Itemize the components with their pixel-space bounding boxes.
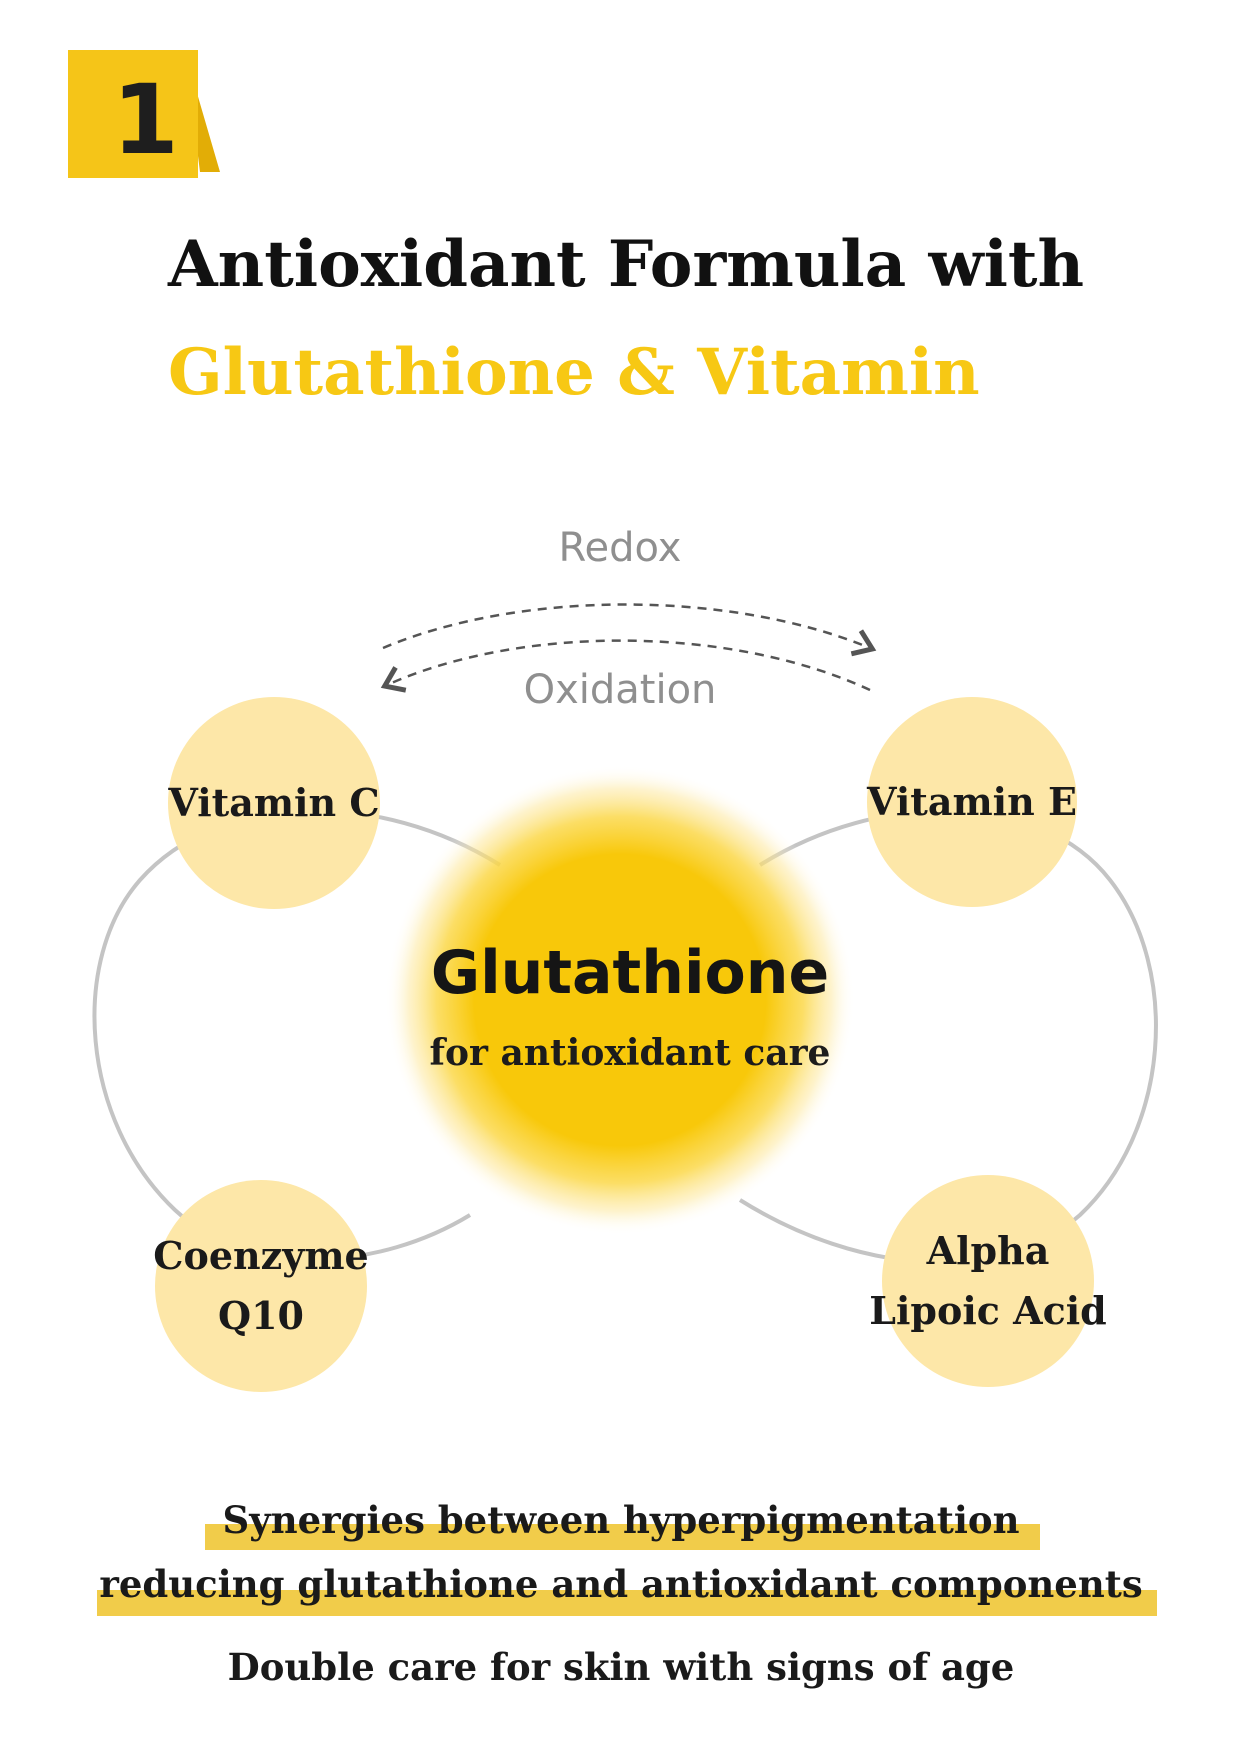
node-alpha-lipoic-acid: Alpha Lipoic Acid [869, 1175, 1107, 1387]
page-title: Antioxidant Formula with [168, 227, 1084, 302]
step-number: 1 [112, 64, 179, 176]
node-label: Coenzyme [153, 1233, 369, 1278]
redox-label: Redox [558, 525, 682, 571]
tagline: Double care for skin with signs of age [227, 1645, 1015, 1689]
node-vitamin-c: Vitamin C [168, 697, 380, 909]
node-coenzyme-q10: Coenzyme Q10 [153, 1180, 369, 1392]
badge-shape [68, 50, 220, 178]
step-badge: 1 [0, 0, 230, 190]
page-title-accent: Glutathione & Vitamin [168, 335, 980, 410]
node-vitamin-e: Vitamin E [867, 697, 1077, 907]
glutathione-core [385, 765, 855, 1235]
synergy-text-line1: Synergies between hyperpigmentation [222, 1498, 1020, 1542]
node-label: Vitamin C [168, 780, 380, 825]
center-subtitle: for antioxidant care [429, 1032, 831, 1074]
node-label: Lipoic Acid [869, 1288, 1107, 1333]
node-label: Q10 [218, 1293, 304, 1338]
highlight-bar [97, 1590, 1157, 1616]
center-title: Glutathione [430, 938, 830, 1008]
redox-arrows [380, 603, 877, 693]
highlight-bar [205, 1524, 1040, 1550]
node-label: Alpha [926, 1228, 1050, 1273]
oxidation-label: Oxidation [523, 667, 717, 713]
node-label: Vitamin E [867, 779, 1077, 824]
synergy-text-line2: reducing glutathione and antioxidant com… [99, 1562, 1143, 1606]
